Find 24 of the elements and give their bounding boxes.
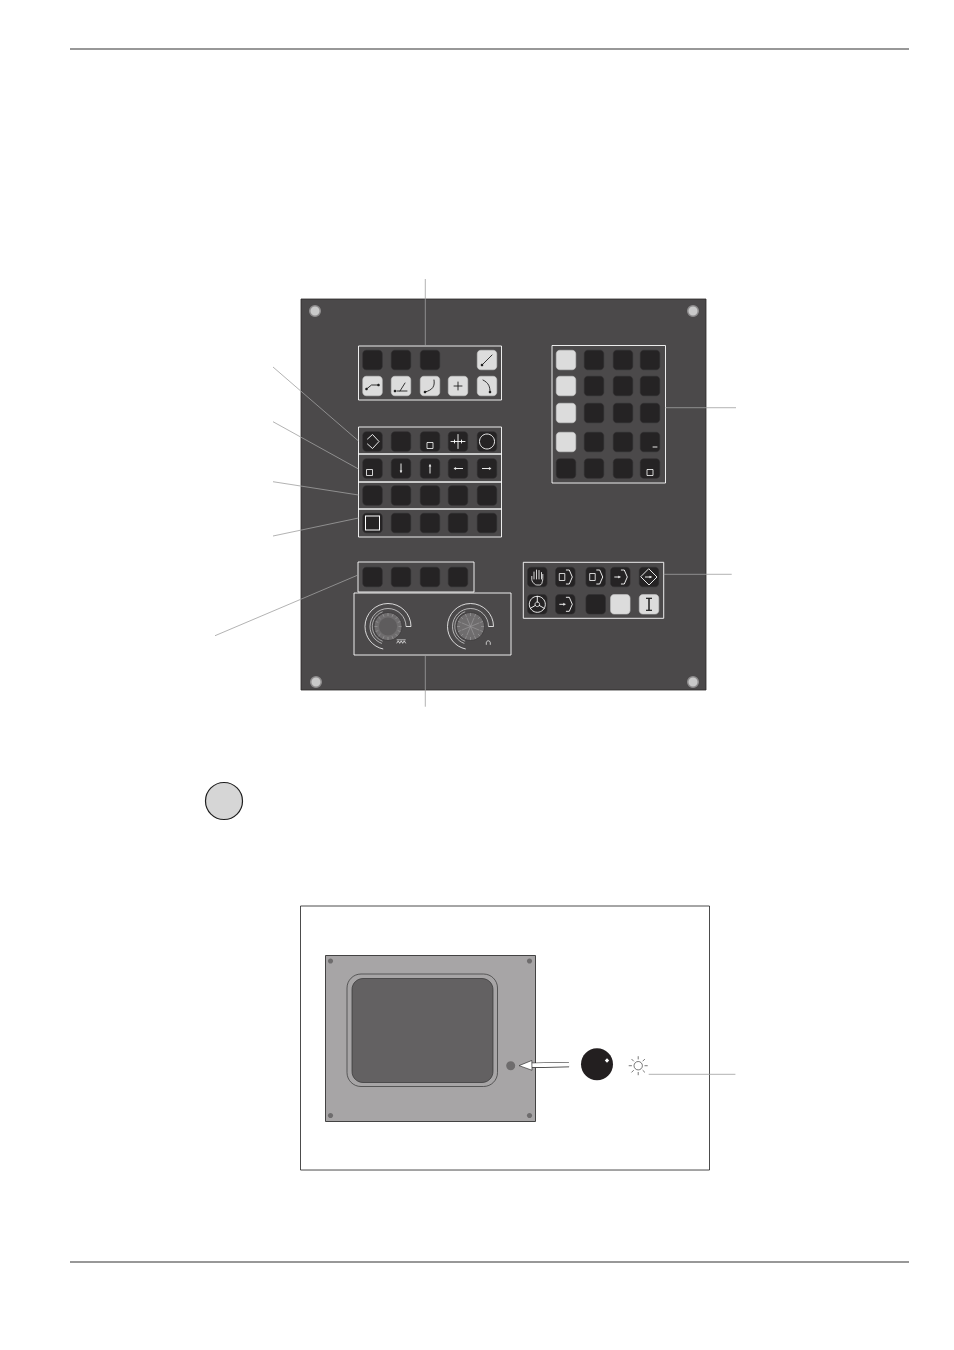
leader-line: [424, 654, 426, 708]
marker-circle: [204, 781, 244, 821]
frame-box: [300, 905, 710, 1171]
arrow: [518, 1060, 570, 1071]
leader-line: [272, 421, 359, 470]
key-group: [358, 426, 502, 455]
key-group: [358, 481, 502, 510]
leader-line: [214, 574, 359, 637]
key-group: [358, 453, 502, 483]
leader-line: [272, 517, 359, 537]
leader-line: [272, 366, 359, 442]
leader-line: [648, 1073, 736, 1075]
knob-group: [353, 592, 512, 656]
key-group: [357, 561, 475, 593]
sun-icon: [628, 1055, 648, 1076]
key-group: [522, 561, 665, 619]
leader-line: [663, 573, 733, 575]
key-group: [358, 345, 502, 401]
knob: [581, 1048, 613, 1081]
leader-line: [665, 407, 737, 409]
leader-line: [424, 278, 426, 347]
leader-line: [272, 481, 359, 496]
key-group: [358, 508, 502, 538]
key-group: [551, 345, 666, 484]
